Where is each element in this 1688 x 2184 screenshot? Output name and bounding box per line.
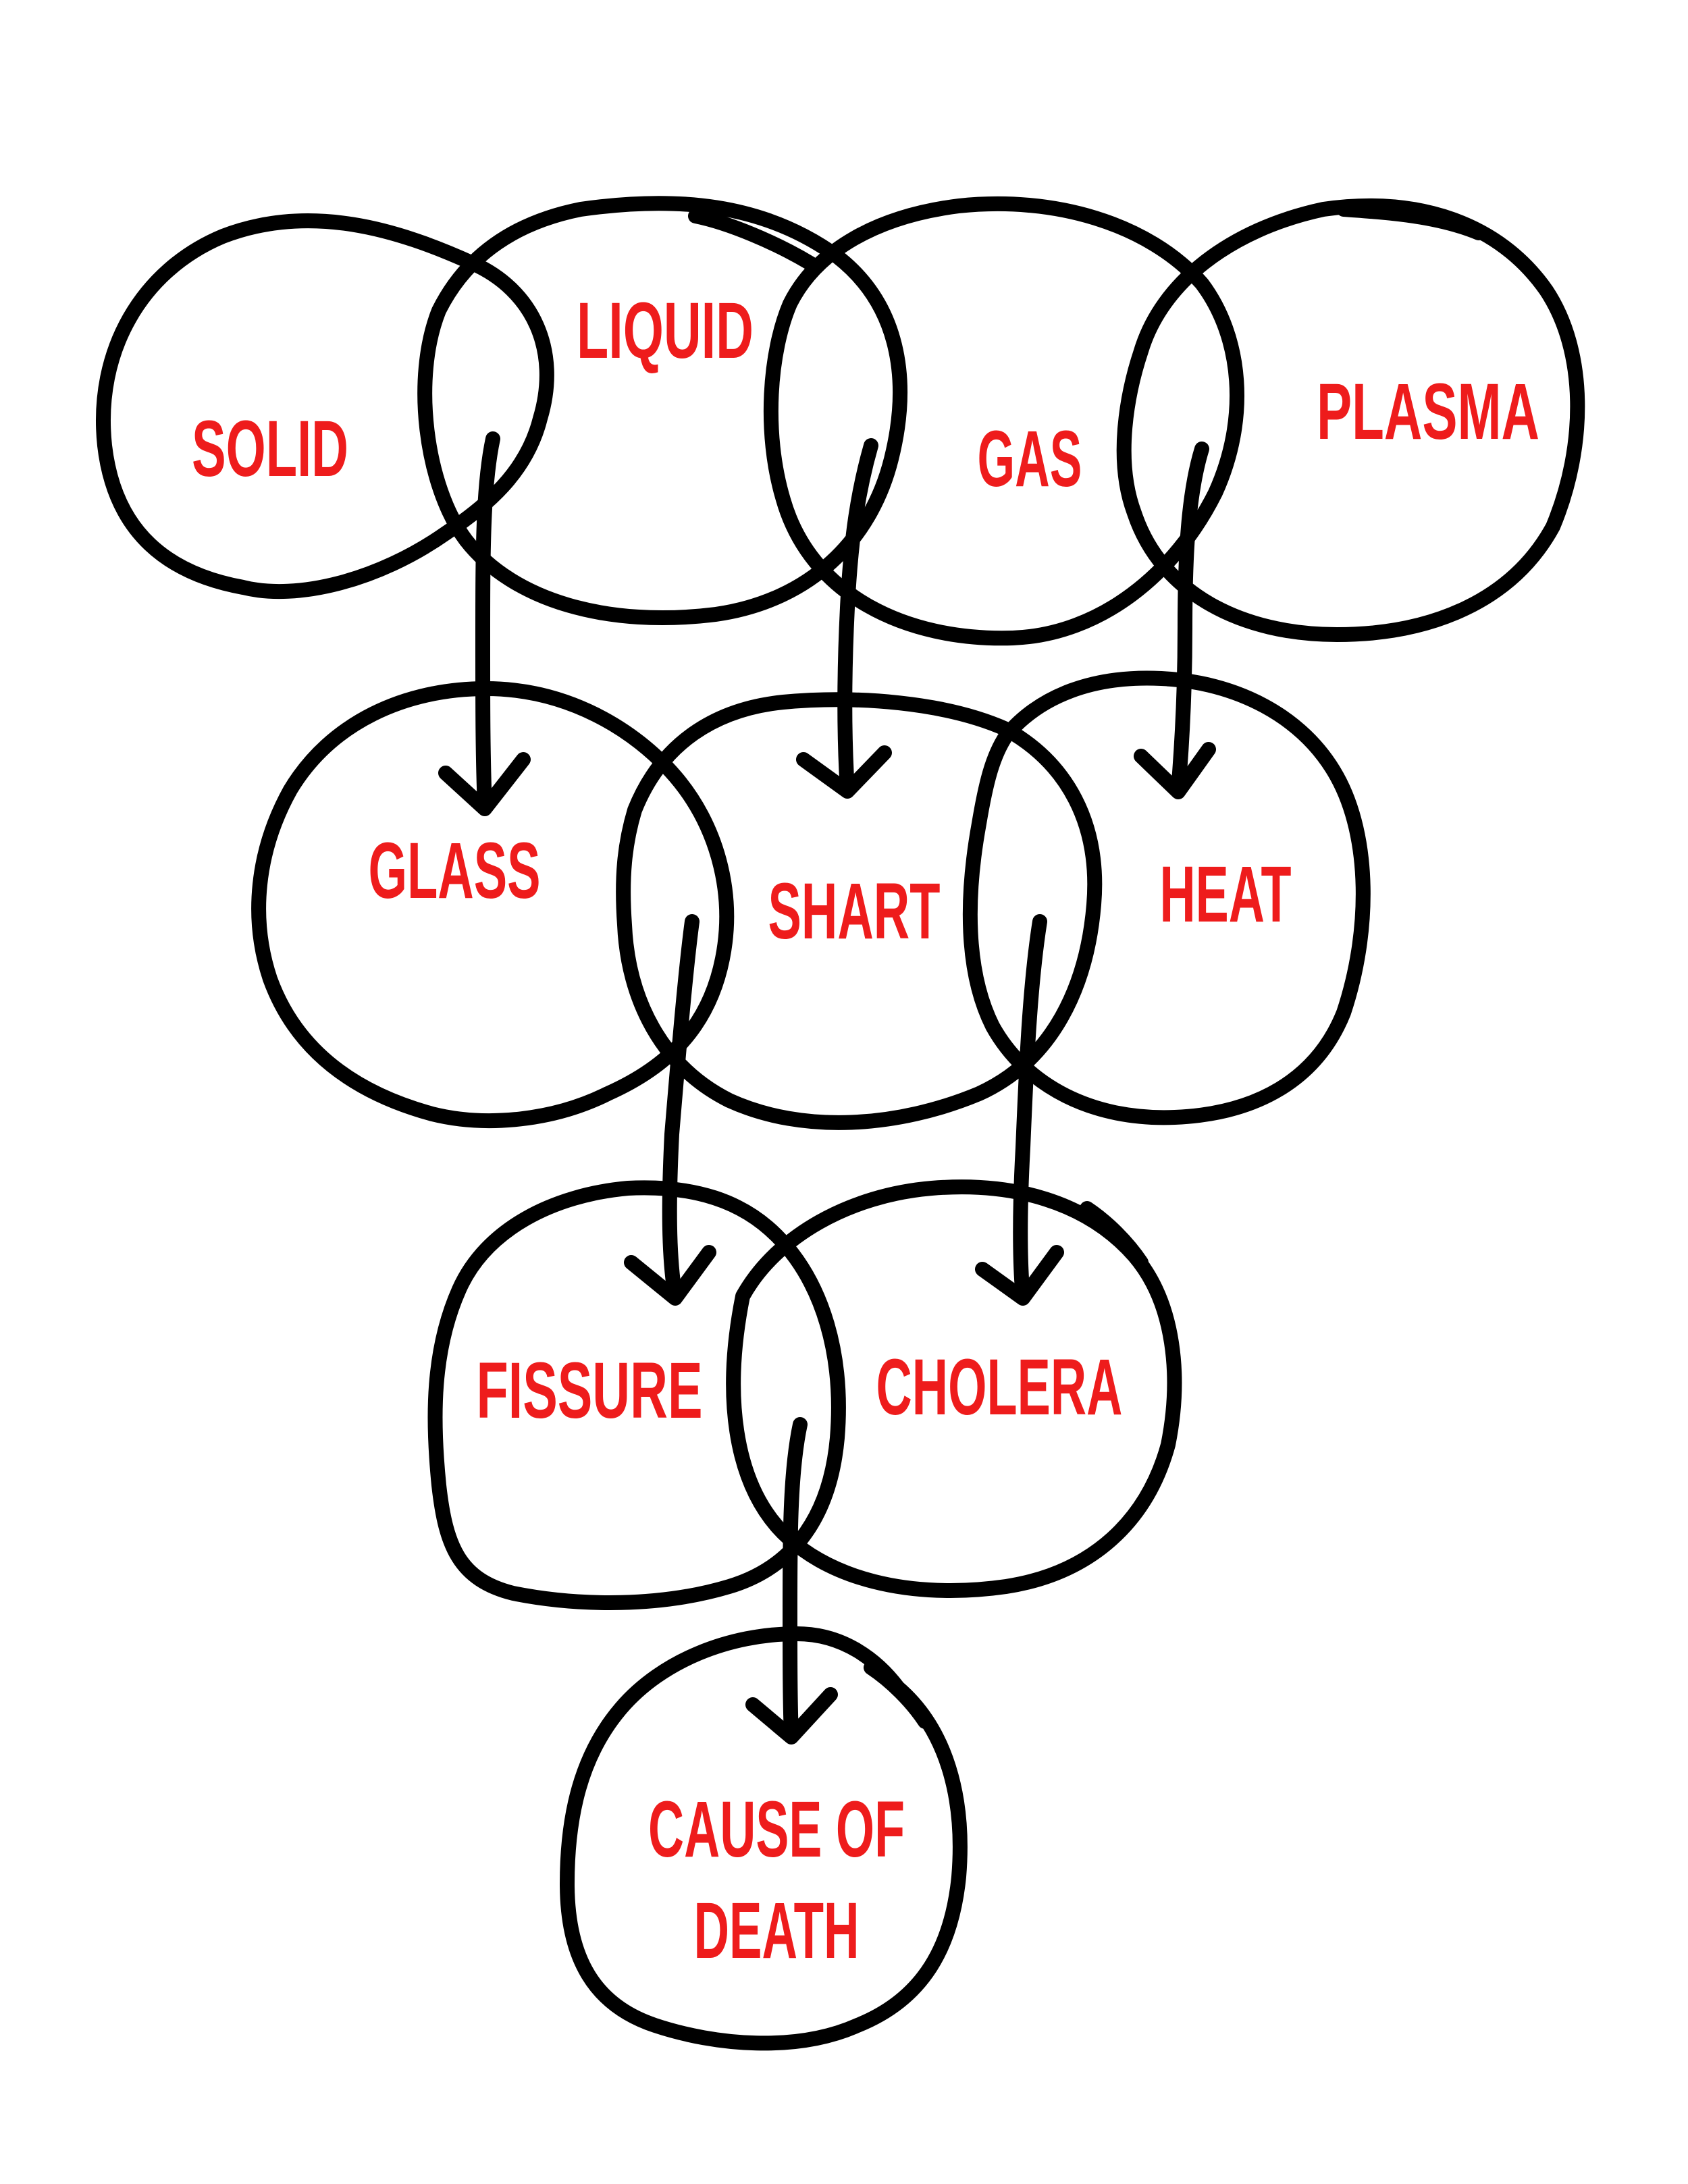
label-solid: SOLID [192, 404, 348, 494]
label-shart: SHART [768, 867, 941, 956]
circle-cholera [726, 1179, 1182, 1598]
arrow-shart-heat-to-cholera [975, 914, 1064, 1306]
label-cholera: CHOLERA [876, 1343, 1123, 1432]
label-liquid: LIQUID [577, 286, 754, 375]
arrow-solid-liquid-to-glass [438, 431, 531, 816]
circle-fissure [427, 1180, 846, 1610]
label-glass: GLASS [369, 826, 541, 915]
arrow-gas-plasma-to-heat [1134, 442, 1216, 799]
arrow-fissure-cholera-to-cause-of-death [745, 1417, 838, 1744]
circle-solid [95, 213, 554, 600]
label-plasma: PLASMA [1317, 367, 1539, 456]
label-heat: HEAT [1160, 850, 1292, 939]
label-fissure: FISSURE [477, 1346, 703, 1435]
circle-gas [763, 196, 1244, 646]
label-cause-of-death-line1: CAUSE OF [648, 1785, 905, 1874]
circle-liquid [417, 196, 907, 625]
arrow-glass-shart-to-fissure [624, 914, 716, 1306]
label-gas: GAS [978, 415, 1082, 504]
arrow-liquid-gas-to-shart [796, 438, 892, 799]
label-cause-of-death-line2: DEATH [694, 1886, 860, 1975]
circle-plasma [1116, 198, 1585, 642]
circle-cause-of-death [560, 1626, 968, 2051]
circle-glass [251, 681, 735, 1128]
circle-heat [962, 670, 1371, 1125]
circle-shart [616, 692, 1103, 1130]
